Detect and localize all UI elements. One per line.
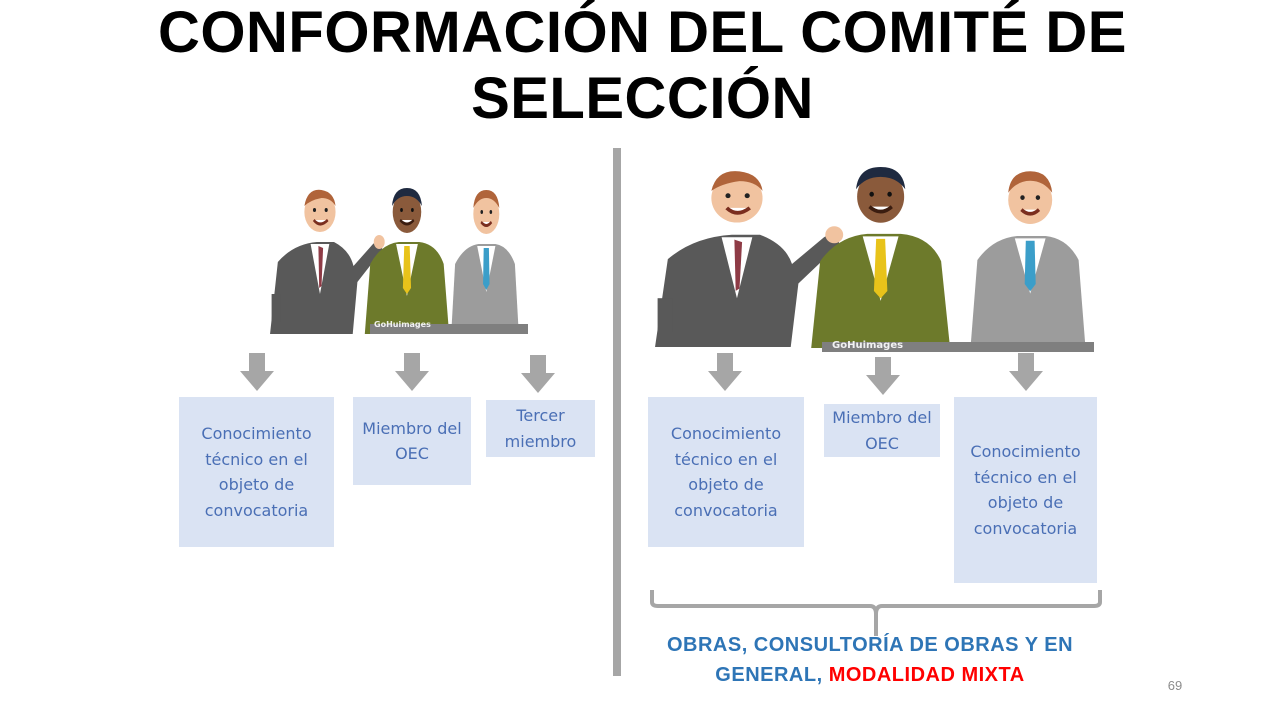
right-box-2-label: Miembro del OEC — [832, 408, 932, 453]
down-arrow-right-3 — [1009, 353, 1043, 391]
left-box-third-member: Tercer miembro — [486, 400, 595, 457]
right-watermark: GoHuimages — [832, 340, 904, 351]
slide-title: CONFORMACIÓN DEL COMITÉ DE SELECCIÓN — [158, 0, 1127, 131]
left-box-1-label: Conocimiento técnico en el objeto de con… — [201, 424, 312, 520]
left-watermark: GoHuimages — [374, 320, 431, 329]
caption-red-text: MODALIDAD MIXTA — [828, 664, 1025, 686]
down-arrow-left-1 — [240, 353, 274, 391]
down-arrow-left-3 — [521, 355, 555, 393]
left-people-illustration: GoHuimages — [256, 182, 528, 334]
grouping-brace — [650, 590, 1102, 636]
down-arrow-right-2 — [866, 357, 900, 395]
vertical-divider — [613, 148, 621, 676]
left-box-technical-knowledge: Conocimiento técnico en el objeto de con… — [179, 397, 334, 547]
page-number: 69 — [1167, 678, 1183, 693]
left-box-3-label: Tercer miembro — [504, 406, 577, 451]
right-box-1-label: Conocimiento técnico en el objeto de con… — [670, 424, 782, 520]
right-box-oec-member: Miembro del OEC — [824, 404, 940, 457]
down-arrow-right-1 — [708, 353, 742, 391]
down-arrow-left-2 — [395, 353, 429, 391]
caption-blue-text: OBRAS, CONSULTORÍA DE OBRAS Y EN GENERAL… — [666, 634, 1074, 686]
modality-caption: OBRAS, CONSULTORÍA DE OBRAS Y EN GENERAL… — [620, 630, 1120, 690]
left-box-2-label: Miembro del OEC — [362, 418, 462, 464]
right-box-technical-knowledge-2: Conocimiento técnico en el objeto de con… — [954, 397, 1097, 583]
left-box-oec-member: Miembro del OEC — [353, 397, 471, 485]
right-box-3-label: Conocimiento técnico en el objeto de con… — [970, 442, 1081, 538]
right-box-technical-knowledge-1: Conocimiento técnico en el objeto de con… — [648, 397, 804, 547]
right-people-illustration: GoHuimages — [632, 160, 1094, 352]
